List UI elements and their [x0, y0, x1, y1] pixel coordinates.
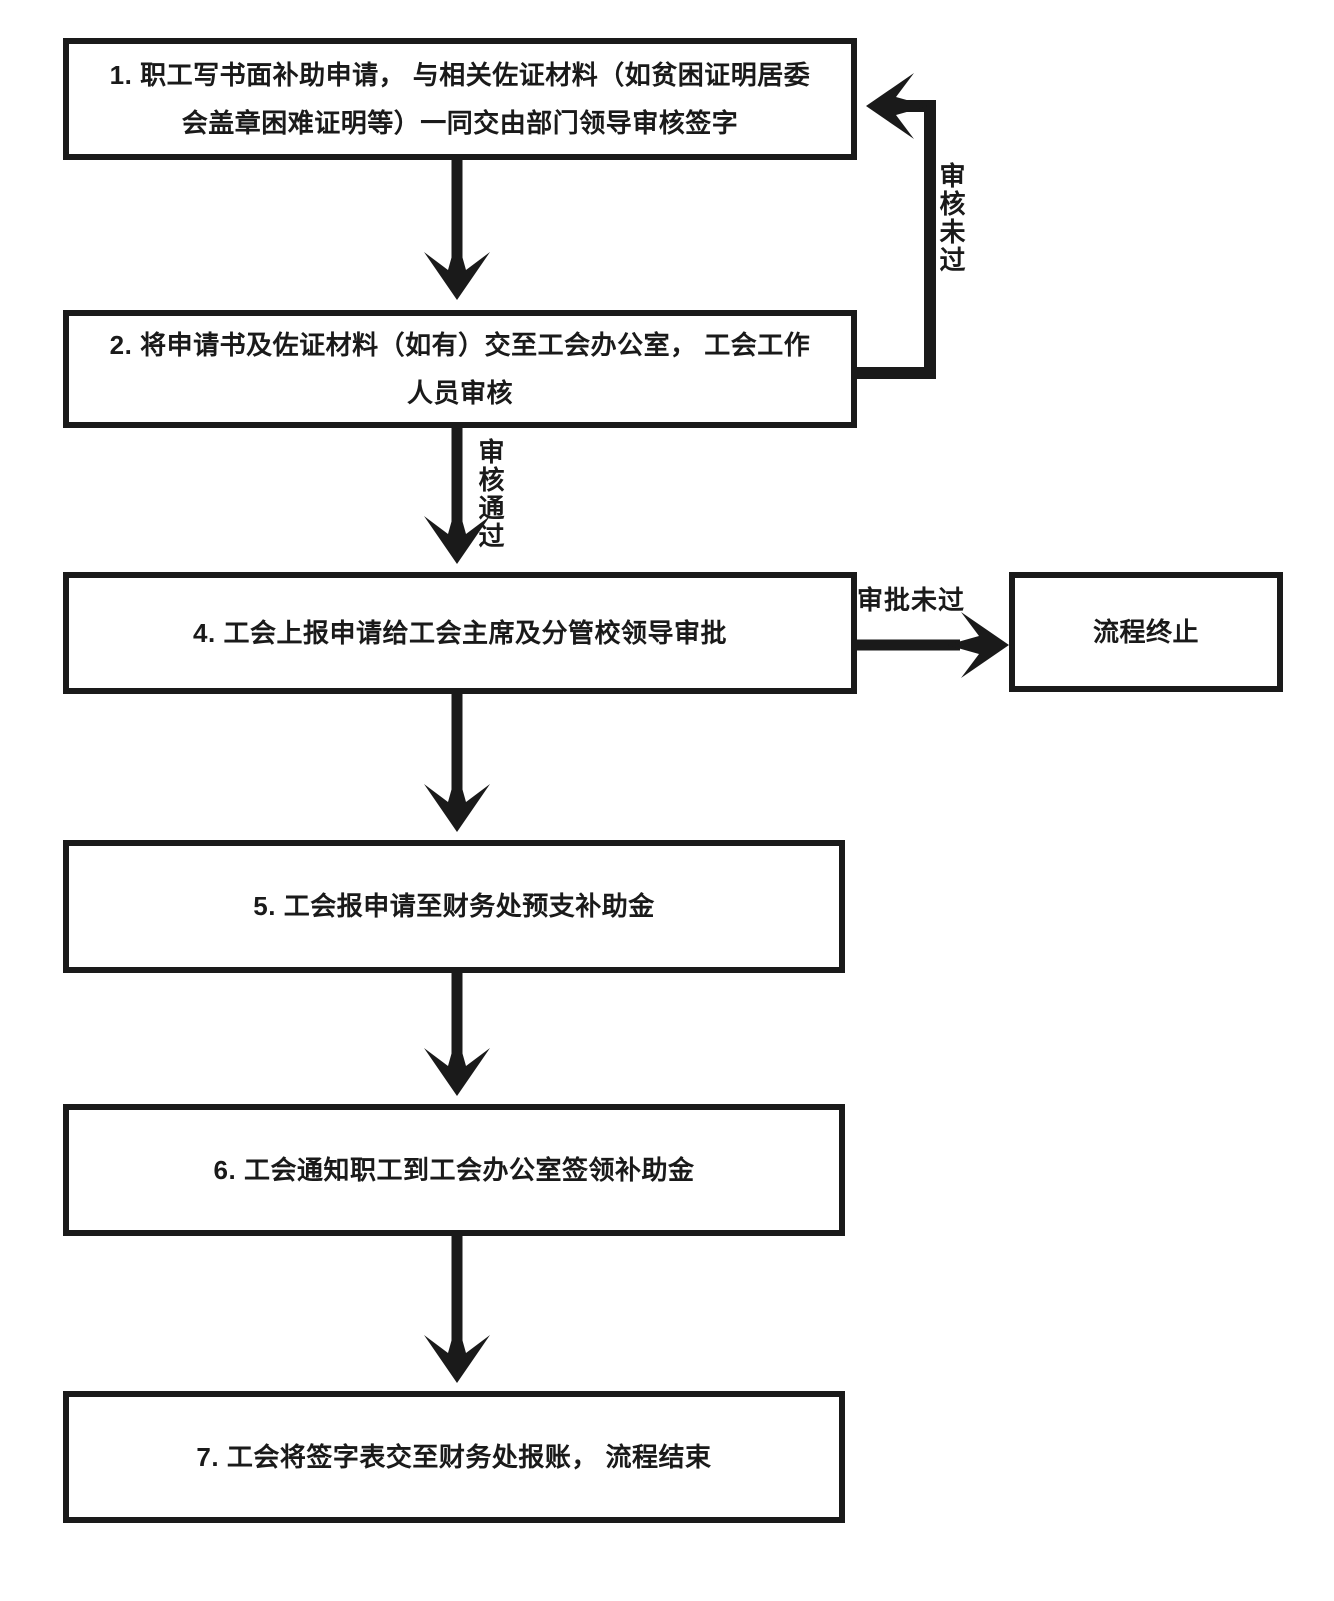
process-node-step2[interactable]: 2. 将申请书及佐证材料（如有）交至工会办公室， 工会工作 人员审核 [63, 310, 857, 428]
connector-step2-back-to-step1 [857, 73, 936, 379]
connector-step5-to-step6 [424, 973, 490, 1096]
process-node-step6[interactable]: 6. 工会通知职工到工会办公室签领补助金 [63, 1104, 845, 1236]
node-label-step7: 7. 工会将签字表交至财务处报账， 流程结束 [196, 1441, 712, 1472]
edge-label-approval-failed: 审批未过 [857, 585, 966, 615]
connector-step6-to-step7 [424, 1236, 490, 1383]
process-node-step1[interactable]: 1. 职工写书面补助申请， 与相关佐证材料（如贫困证明居委 会盖章困难证明等）一… [63, 38, 857, 160]
connector-step4-to-step5 [424, 694, 490, 832]
process-node-step4[interactable]: 4. 工会上报申请给工会主席及分管校领导审批 [63, 572, 857, 694]
node-label-step2: 2. 将申请书及佐证材料（如有）交至工会办公室， 工会工作 人员审核 [109, 329, 811, 408]
edge-label-review-passed: 审核通过 [475, 438, 505, 550]
node-label-step4: 4. 工会上报申请给工会主席及分管校领导审批 [193, 617, 727, 648]
connector-step1-to-step2 [424, 160, 490, 300]
node-label-step5: 5. 工会报申请至财务处预支补助金 [253, 891, 655, 922]
terminal-node-process-terminated[interactable]: 流程终止 [1009, 572, 1283, 692]
process-node-step5[interactable]: 5. 工会报申请至财务处预支补助金 [63, 840, 845, 973]
edge-label-review-failed: 审核未过 [936, 162, 966, 274]
node-label-step1: 1. 职工写书面补助申请， 与相关佐证材料（如贫困证明居委 会盖章困难证明等）一… [109, 59, 811, 138]
node-label-step6: 6. 工会通知职工到工会办公室签领补助金 [213, 1154, 695, 1185]
process-node-step7[interactable]: 7. 工会将签字表交至财务处报账， 流程结束 [63, 1391, 845, 1523]
connector-step4-to-terminate [857, 612, 1009, 678]
node-label-terminate: 流程终止 [1092, 616, 1199, 647]
